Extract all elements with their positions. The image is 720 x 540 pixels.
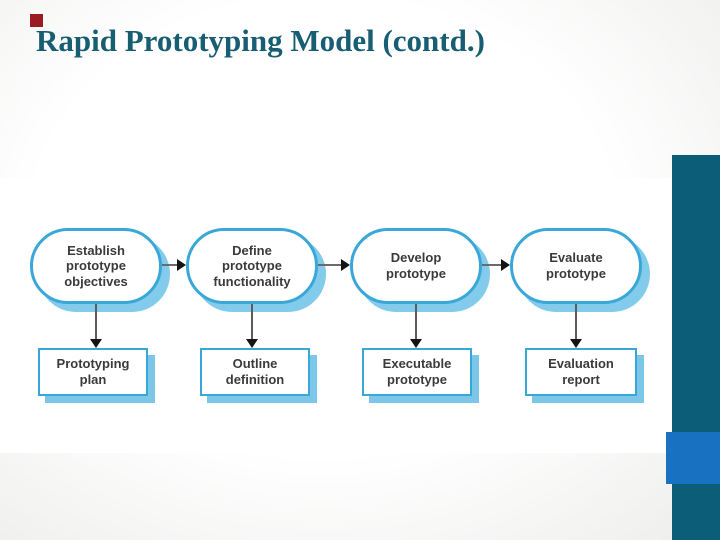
arrow-head	[90, 339, 102, 348]
arrow-right-icon	[318, 258, 350, 272]
arrow-down-icon	[409, 304, 423, 348]
output-box-prototyping-plan: Prototyping plan	[38, 348, 148, 396]
arrow-line	[251, 304, 253, 340]
arrow-line	[482, 264, 503, 266]
sidebar-accent-square	[666, 432, 720, 484]
arrow-line	[318, 264, 343, 266]
arrow-right-icon	[482, 258, 510, 272]
arrow-line	[162, 264, 179, 266]
stage-label: Define prototype functionality	[213, 242, 291, 289]
output-box-evaluation-report: Evaluation report	[525, 348, 637, 396]
stage-label: Establish prototype objectives	[64, 242, 128, 289]
output-label: Executable prototype	[382, 356, 452, 387]
arrow-right-icon	[162, 258, 186, 272]
stage-oval-develop-prototype: Develop prototype	[350, 228, 482, 304]
arrow-down-icon	[89, 304, 103, 348]
output-box-outline-definition: Outline definition	[200, 348, 310, 396]
stage-oval-define-functionality: Define prototype functionality	[186, 228, 318, 304]
output-label: Evaluation report	[548, 356, 614, 387]
arrow-down-icon	[569, 304, 583, 348]
arrow-head	[570, 339, 582, 348]
arrow-head	[501, 259, 510, 271]
stage-oval-establish-objectives: Establish prototype objectives	[30, 228, 162, 304]
arrow-head	[341, 259, 350, 271]
arrow-line	[95, 304, 97, 340]
output-box-executable-prototype: Executable prototype	[362, 348, 472, 396]
title-accent-square	[30, 14, 43, 27]
arrow-line	[575, 304, 577, 340]
arrow-head	[246, 339, 258, 348]
output-label: Prototyping plan	[56, 356, 130, 387]
arrow-line	[415, 304, 417, 340]
stage-oval-evaluate-prototype: Evaluate prototype	[510, 228, 642, 304]
stage-label: Develop prototype	[386, 250, 446, 281]
output-label: Outline definition	[225, 356, 285, 387]
diagram-panel	[0, 178, 672, 453]
arrow-head	[177, 259, 186, 271]
stage-label: Evaluate prototype	[546, 250, 606, 281]
arrow-head	[410, 339, 422, 348]
slide-title: Rapid Prototyping Model (contd.)	[36, 23, 485, 58]
arrow-down-icon	[245, 304, 259, 348]
